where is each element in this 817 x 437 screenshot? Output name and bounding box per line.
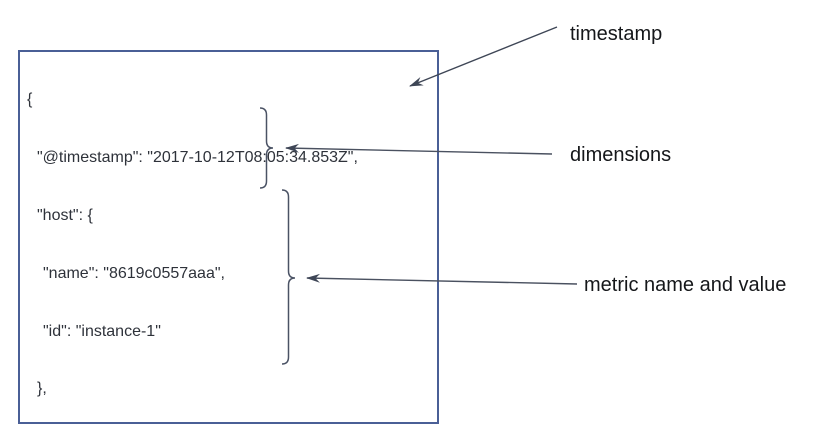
json-line-host-name: "name": "8619c0557aaa", xyxy=(43,264,225,282)
label-timestamp: timestamp xyxy=(570,23,663,45)
json-line-host: "host": { xyxy=(37,206,93,224)
label-metric-name-and-value: metric name and value xyxy=(584,274,787,296)
json-line-timestamp: "@timestamp": "2017-10-12T08:05:34.853Z"… xyxy=(37,148,358,166)
label-dimensions: dimensions xyxy=(570,144,672,166)
json-document-box xyxy=(18,50,439,424)
json-code-block: { "@timestamp": "2017-10-12T08:05:34.853… xyxy=(27,53,358,437)
json-line-host-id: "id": "instance-1" xyxy=(43,322,161,340)
json-line: }, xyxy=(37,380,47,398)
json-line: { xyxy=(27,91,33,108)
